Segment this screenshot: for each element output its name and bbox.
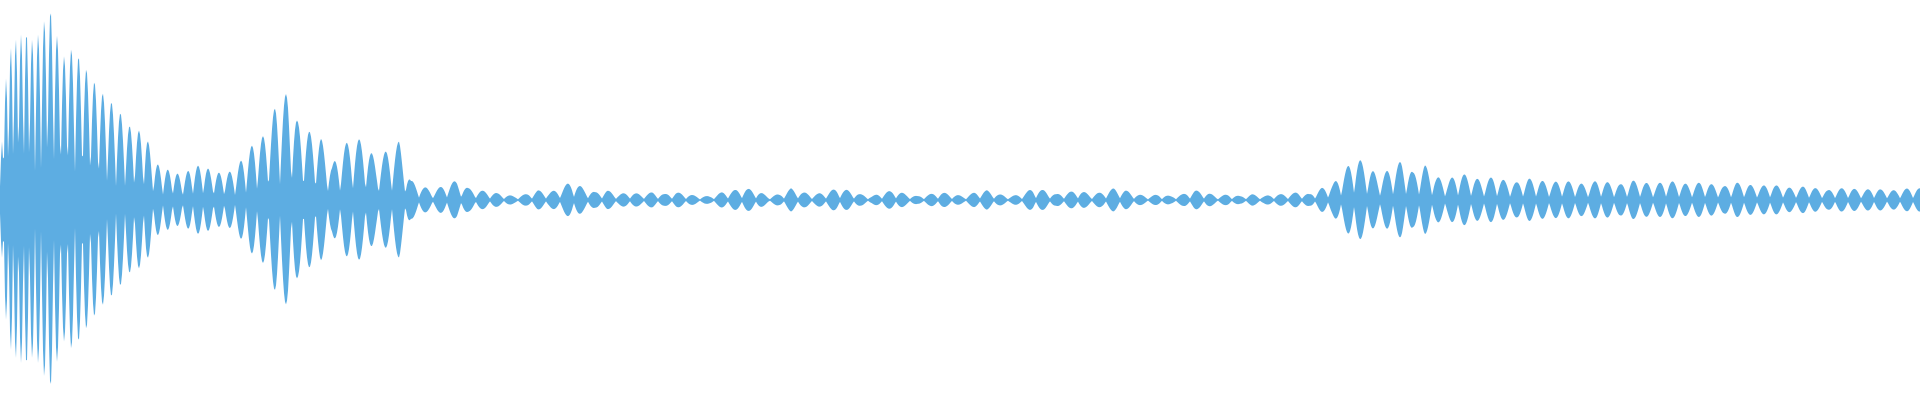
waveform-shape [0, 13, 1920, 384]
